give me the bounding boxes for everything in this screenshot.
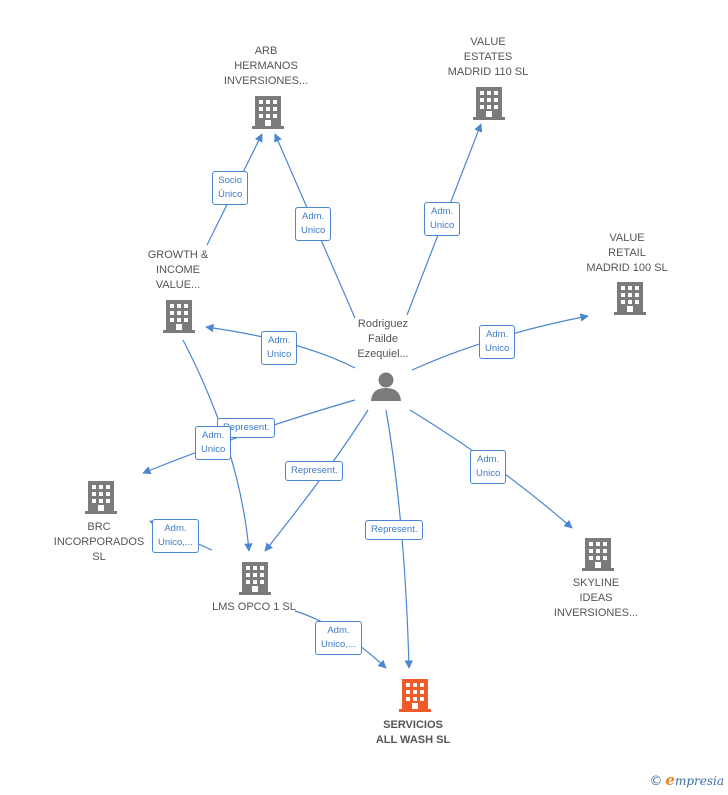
node-label-servicios[interactable]: SERVICIOS ALL WASH SL <box>375 719 451 746</box>
edge-label-person-value-estates: Adm. Unico <box>424 202 461 236</box>
building-icon-highlight <box>399 679 431 712</box>
node-label-skyline[interactable]: SKYLINE IDEAS INVERSIONES... <box>553 577 639 619</box>
person-icon <box>371 372 401 401</box>
node-label-brc[interactable]: BRC INCORPORADOS SL <box>53 521 145 563</box>
edge-label-person-skyline: Adm. Unico <box>470 450 507 484</box>
building-icon <box>252 96 284 129</box>
node-label-value-retail[interactable]: VALUE RETAIL MADRID 100 SL <box>586 232 668 274</box>
copyright-symbol: © <box>649 774 663 789</box>
edge-label-person-servicios: Represent. <box>365 520 424 540</box>
building-icon <box>163 300 195 333</box>
edge-label-person-arb: Adm. Unico <box>295 207 332 241</box>
brand-name: mpresia <box>674 774 724 788</box>
edge-label-growth-brc: Adm. Unico <box>195 426 232 460</box>
building-icon <box>582 538 614 571</box>
brand-first-letter: e <box>665 771 675 789</box>
edge-label-person-lms: Represent. <box>285 461 344 481</box>
edge-label-growth-arb: Socio Único <box>212 171 249 205</box>
node-label-person[interactable]: Rodriguez Failde Ezequiel... <box>357 318 409 360</box>
node-label-arb[interactable]: ARB HERMANOS INVERSIONES... <box>223 45 309 87</box>
edge-label-lms-servicios: Adm. Unico,... <box>315 621 362 655</box>
building-icon <box>85 481 117 514</box>
building-icon <box>473 87 505 120</box>
building-icon <box>614 282 646 315</box>
edge-label-lms-brc: Adm. Unico,... <box>152 519 199 553</box>
node-label-lms[interactable]: LMS OPCO 1 SL <box>212 601 296 613</box>
empresia-logo[interactable]: ©empresia <box>649 771 724 789</box>
node-label-growth[interactable]: GROWTH & INCOME VALUE... <box>147 249 209 291</box>
node-label-value-estates[interactable]: VALUE ESTATES MADRID 110 SL <box>447 36 529 78</box>
edge-label-person-growth: Adm. Unico <box>261 331 298 365</box>
building-icon <box>239 562 271 595</box>
edge-label-person-value-retail: Adm. Unico <box>479 325 516 359</box>
